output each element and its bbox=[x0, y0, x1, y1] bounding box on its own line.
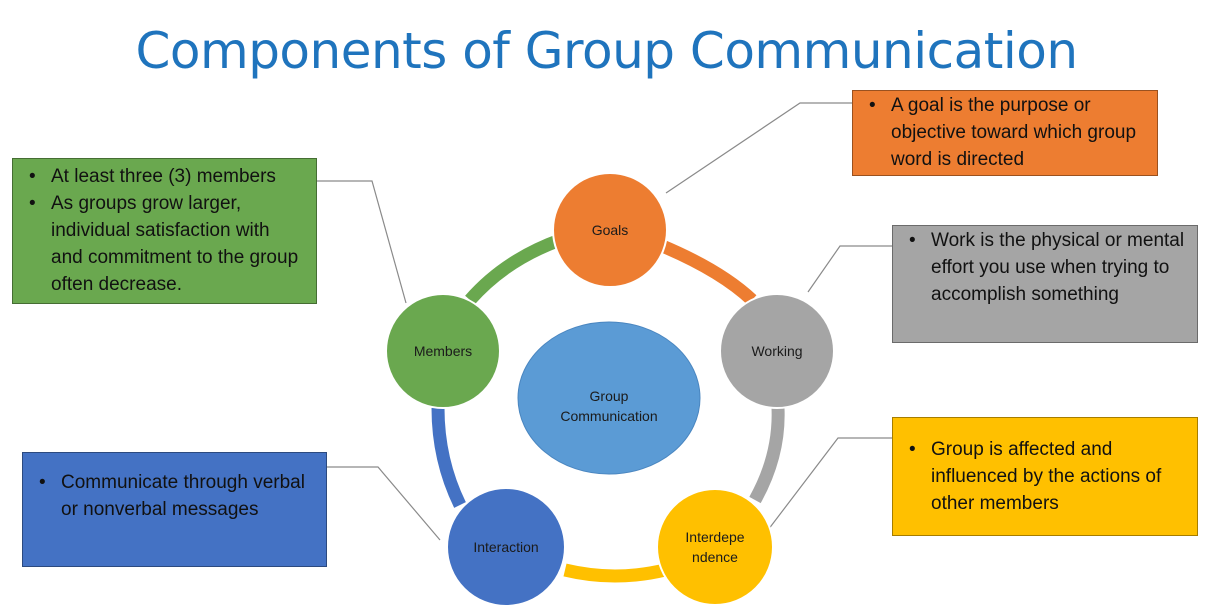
members-bullet-2: As groups grow larger, individual satisf… bbox=[23, 190, 306, 298]
interdependence-label-line2: ndence bbox=[692, 549, 738, 565]
members-bullet-1: At least three (3) members bbox=[23, 163, 306, 190]
members-node-label: Members bbox=[413, 343, 473, 359]
arc-members-goals bbox=[465, 233, 563, 305]
members-description-box: At least three (3) members As groups gro… bbox=[12, 158, 317, 304]
interdependence-label-line1: Interdepe bbox=[685, 529, 745, 545]
arc-goals-working bbox=[657, 239, 757, 305]
arc-interaction-members bbox=[431, 407, 466, 508]
interaction-description-box: Communicate through verbal or nonverbal … bbox=[22, 452, 327, 567]
interdependence-node-label: Interdepe ndence bbox=[665, 527, 765, 567]
node-interaction bbox=[446, 487, 566, 607]
working-description-box: Work is the physical or mental effort yo… bbox=[892, 225, 1198, 343]
center-ellipse bbox=[517, 321, 701, 475]
working-node-label: Working bbox=[751, 343, 803, 359]
goals-node-label: Goals bbox=[591, 222, 629, 238]
arc-working-interdependence bbox=[749, 407, 785, 504]
node-goals bbox=[552, 172, 668, 288]
node-working bbox=[719, 293, 835, 409]
page-title: Components of Group Communication bbox=[135, 22, 1078, 80]
leader-goals bbox=[665, 102, 852, 194]
leader-interdependence bbox=[767, 437, 892, 531]
interdependence-bullet-1: Group is affected and influenced by the … bbox=[903, 436, 1187, 517]
working-bullet-1: Work is the physical or mental effort yo… bbox=[903, 227, 1187, 308]
center-label: Group Communication bbox=[549, 386, 669, 426]
node-members bbox=[385, 293, 501, 409]
node-interdependence bbox=[656, 488, 774, 606]
interaction-node-label: Interaction bbox=[473, 539, 539, 555]
arc-interdependence-interaction bbox=[563, 563, 667, 583]
goals-description-box: A goal is the purpose or objective towar… bbox=[852, 90, 1158, 176]
center-label-line1: Group bbox=[589, 388, 629, 404]
interdependence-description-box: Group is affected and influenced by the … bbox=[892, 417, 1198, 536]
leader-interaction bbox=[327, 466, 441, 541]
leader-members bbox=[317, 180, 407, 304]
goals-bullet-1: A goal is the purpose or objective towar… bbox=[863, 92, 1147, 173]
leader-working bbox=[807, 245, 892, 293]
interaction-bullet-1: Communicate through verbal or nonverbal … bbox=[33, 469, 316, 523]
center-label-line2: Communication bbox=[560, 408, 658, 424]
